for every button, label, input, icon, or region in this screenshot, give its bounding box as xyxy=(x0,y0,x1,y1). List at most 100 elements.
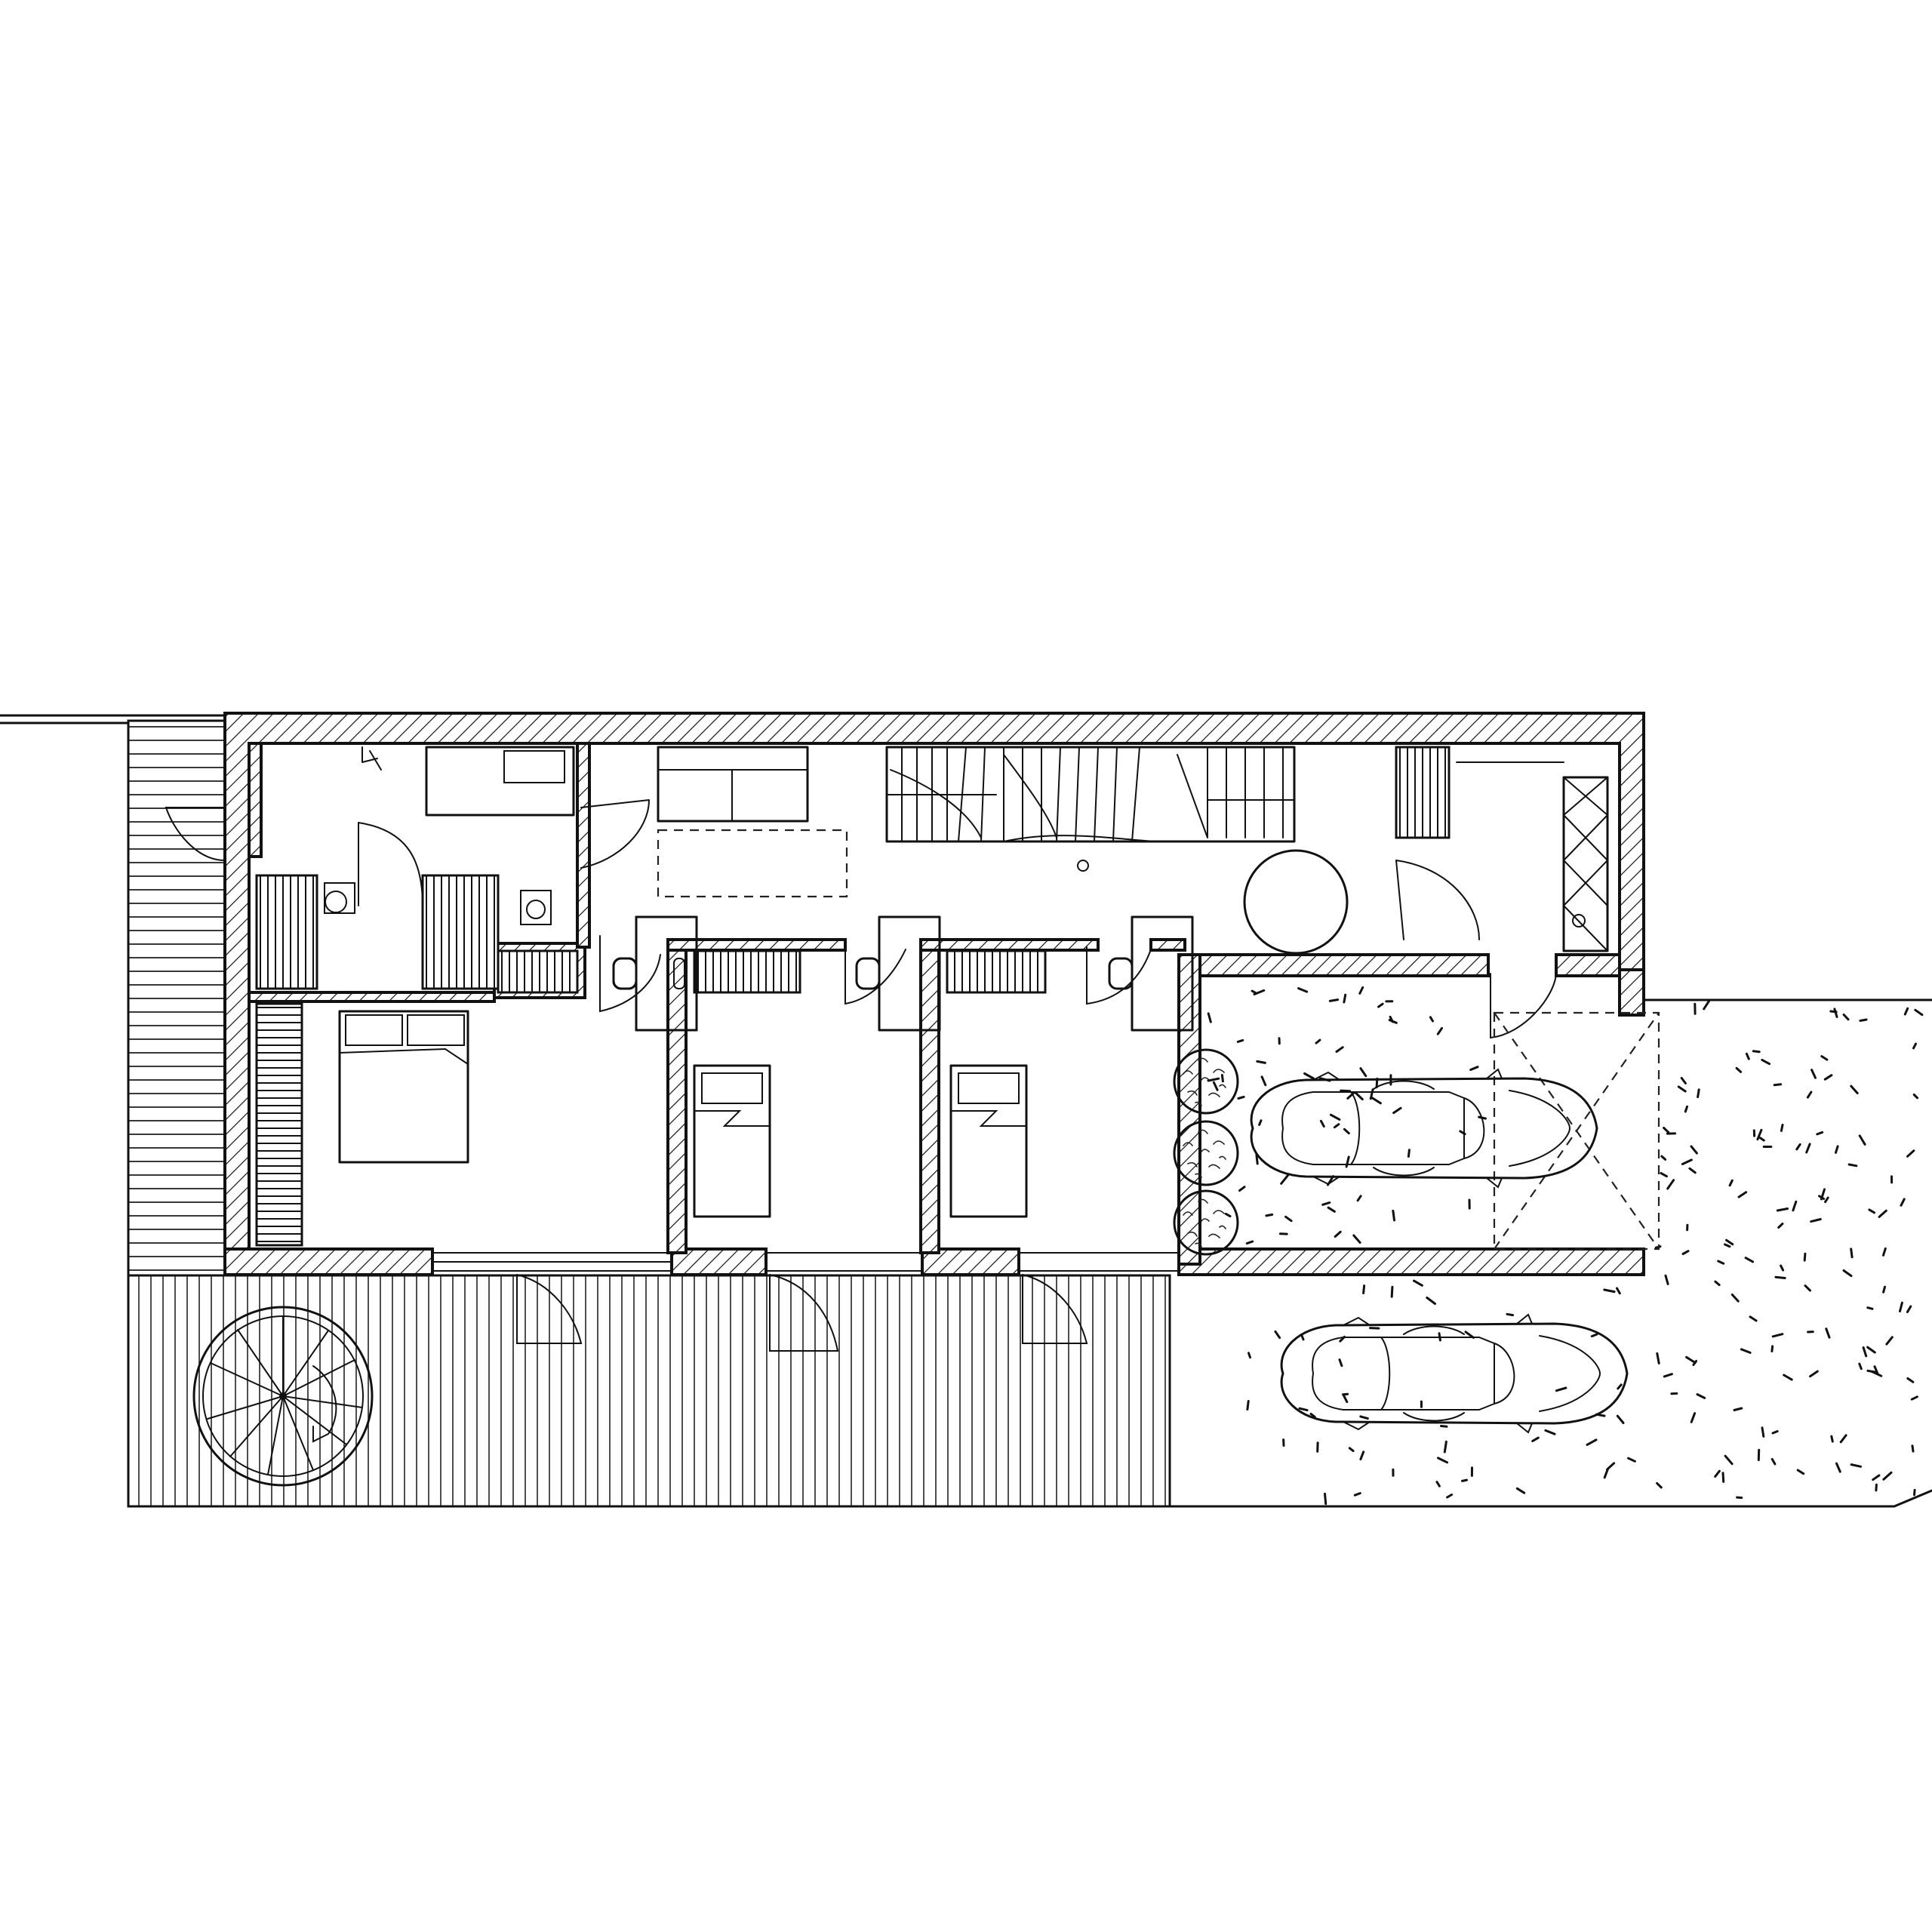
gravel-mark xyxy=(1680,1077,1687,1084)
desk-bedroom-2 xyxy=(612,915,698,1032)
gravel-mark xyxy=(1774,1275,1786,1279)
gravel-mark xyxy=(1436,1026,1443,1035)
gravel-mark xyxy=(1437,1457,1449,1464)
gravel-mark xyxy=(1804,1284,1811,1292)
gravel-mark xyxy=(1369,1327,1380,1330)
gravel-mark xyxy=(1899,1301,1903,1312)
gravel-mark xyxy=(1688,1167,1697,1174)
car-on-driveway xyxy=(1280,1313,1629,1434)
gravel-mark xyxy=(1914,1008,1924,1017)
gravel-mark xyxy=(1911,1444,1915,1453)
gravel-mark xyxy=(1872,1474,1881,1481)
bedroom-wall xyxy=(919,942,940,1254)
wardrobe xyxy=(946,949,1047,994)
gravel-mark xyxy=(1749,1315,1758,1322)
gravel-mark xyxy=(1882,1247,1887,1257)
gravel-mark xyxy=(1835,1462,1841,1473)
gravel-mark xyxy=(1776,1208,1789,1212)
gravel-mark xyxy=(1770,1457,1777,1466)
gravel-mark xyxy=(1343,993,1347,1004)
gravel-mark xyxy=(1359,1415,1369,1420)
gravel-mark xyxy=(1882,1471,1893,1481)
gravel-mark xyxy=(1247,1352,1251,1359)
gravel-mark xyxy=(1256,1060,1266,1064)
gravel-mark xyxy=(1830,1435,1834,1443)
gravel-mark xyxy=(1868,1208,1875,1214)
car-in-garage xyxy=(1250,1068,1598,1189)
garage-opening-diagonal xyxy=(1494,1012,1660,1250)
gravel-mark xyxy=(1724,1454,1734,1466)
gravel-mark xyxy=(1847,1163,1858,1168)
gravel-mark xyxy=(1728,1179,1734,1187)
gravel-mark xyxy=(1737,1191,1748,1198)
gravel-mark xyxy=(1663,1373,1673,1378)
gravel-mark xyxy=(1274,1330,1281,1340)
gravel-mark xyxy=(1359,1067,1367,1078)
garage-wall-top-right xyxy=(1555,953,1621,977)
gravel-mark xyxy=(1315,1038,1321,1044)
bath-to-hall-door xyxy=(580,799,650,869)
single-bed xyxy=(693,1064,771,1218)
garage-wall-bottom xyxy=(1177,1247,1645,1276)
gravel-mark xyxy=(1733,1407,1743,1411)
gravel-mark xyxy=(1246,1400,1250,1411)
gravel-mark xyxy=(1327,1206,1336,1213)
gravel-mark xyxy=(1258,1119,1263,1126)
gravel-mark xyxy=(1758,1137,1765,1142)
single-bed xyxy=(949,1064,1028,1218)
gravel-mark xyxy=(1866,1346,1876,1354)
gravel-mark xyxy=(1714,1280,1721,1287)
gravel-mark xyxy=(1603,1288,1616,1294)
gravel-mark xyxy=(1744,1257,1755,1263)
gravel-mark xyxy=(1833,1008,1838,1018)
gravel-mark xyxy=(1842,1014,1850,1021)
garage-wall-top xyxy=(1177,953,1490,977)
gravel-mark xyxy=(1346,1091,1356,1100)
gravel-mark xyxy=(1321,1201,1331,1206)
gravel-mark xyxy=(1684,1105,1688,1113)
desk-bedroom-3 xyxy=(1108,915,1194,1032)
corridor-wall xyxy=(1149,938,1186,952)
gravel-mark xyxy=(1238,1186,1246,1192)
gravel-mark xyxy=(1392,1209,1395,1222)
gravel-mark xyxy=(1207,1077,1220,1082)
gravel-mark xyxy=(1461,1478,1468,1482)
gravel-mark xyxy=(1515,1487,1526,1494)
gravel-mark xyxy=(1280,1174,1289,1185)
bedroom-2-terrace-door xyxy=(769,1274,839,1352)
spiral-staircase xyxy=(192,1306,374,1487)
terrace-deck xyxy=(127,1274,1171,1508)
garage-opening xyxy=(1493,1011,1660,1251)
gravel-mark xyxy=(1771,1430,1779,1435)
bath-door xyxy=(358,822,423,906)
gravel-mark xyxy=(1335,1046,1344,1053)
garage-wall-right xyxy=(1618,968,1645,1017)
gravel-mark xyxy=(1298,1407,1309,1412)
gravel-mark xyxy=(1352,1234,1361,1244)
gravel-mark xyxy=(1329,1113,1341,1121)
gravel-mark xyxy=(1773,1083,1783,1087)
gravel-mark xyxy=(1771,1333,1784,1338)
gravel-mark xyxy=(1265,1213,1274,1217)
gravel-mark xyxy=(1435,1481,1441,1487)
gravel-mark xyxy=(1338,1358,1343,1367)
gravel-mark xyxy=(1796,1469,1805,1475)
gravel-mark xyxy=(1912,1042,1917,1050)
gravel-mark xyxy=(1506,1312,1514,1317)
gravel-mark xyxy=(1343,1128,1350,1135)
bedroom-3-terrace-door xyxy=(1022,1274,1088,1344)
gravel-mark xyxy=(1903,1007,1909,1016)
gravel-mark xyxy=(1345,1155,1350,1168)
bath-wall xyxy=(248,991,496,1003)
gravel-mark xyxy=(1544,1429,1556,1435)
gravel-mark xyxy=(1260,1075,1267,1087)
gravel-marks xyxy=(1207,986,1924,1506)
gravel-mark xyxy=(1906,1377,1915,1383)
bath-wall xyxy=(248,742,263,858)
driveway-gravel xyxy=(1168,998,1932,1508)
gravel-mark xyxy=(1714,1469,1721,1478)
gravel-mark xyxy=(1820,1055,1829,1061)
gravel-mark xyxy=(1685,1355,1697,1364)
gravel-mark xyxy=(1469,1066,1479,1071)
gravel-mark xyxy=(1882,1285,1886,1294)
